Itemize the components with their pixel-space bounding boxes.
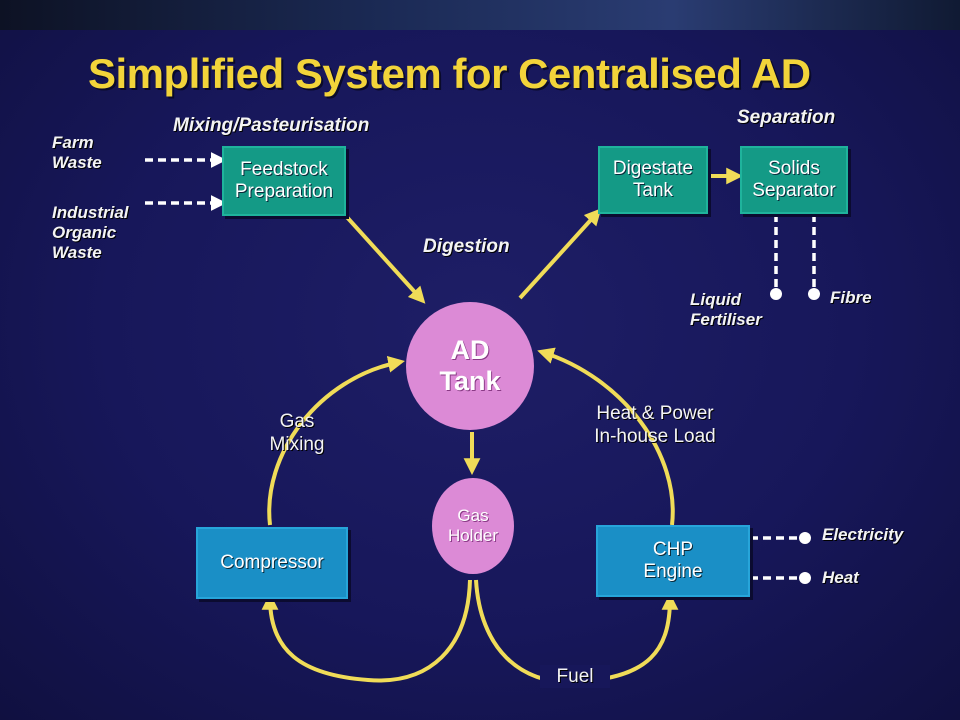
liquid-fertiliser-terminal [770, 288, 782, 300]
section-digestion: Digestion [423, 236, 510, 257]
gas-holder-label: Gas Holder [447, 506, 499, 545]
ad-tank-node: AD Tank [406, 302, 534, 430]
gas-holder-node: Gas Holder [432, 478, 514, 574]
section-separation: Separation [737, 107, 836, 128]
input-farm-waste: Farm Waste [52, 133, 102, 172]
digestate-tank-box: Digestate Tank [598, 146, 708, 214]
output-electricity: Electricity [822, 525, 904, 544]
arrow-ad-tank-to-digestate [518, 208, 602, 300]
top-band [0, 0, 960, 30]
section-mixing-pasteurisation: Mixing/Pasteurisation [173, 115, 370, 136]
chp-engine-label: CHP Engine [643, 539, 703, 582]
label-heat-power-in-house-load: Heat & Power In-house Load [594, 403, 716, 447]
solids-separator-box: Solids Separator [740, 146, 848, 214]
digestate-tank-label: Digestate Tank [612, 158, 694, 201]
compressor-box: Compressor [196, 527, 348, 599]
label-fuel: Fuel [540, 665, 610, 688]
electricity-terminal [799, 532, 811, 544]
arrow-compressor-to-ad-tank [267, 356, 405, 526]
arrow-chp-to-ad-tank [537, 347, 675, 526]
output-liquid-fertiliser: Liquid Fertiliser [690, 290, 762, 329]
fibre-terminal [808, 288, 820, 300]
output-fibre: Fibre [830, 288, 872, 307]
compressor-label: Compressor [220, 552, 324, 573]
feedstock-preparation-label: Feedstock Preparation [234, 159, 334, 202]
solids-separator-label: Solids Separator [752, 158, 836, 201]
arrow-feedstock-to-ad-tank [343, 213, 426, 304]
diagram-title: Simplified System for Centralised AD [88, 50, 811, 97]
heat-terminal [799, 572, 811, 584]
output-heat: Heat [822, 568, 859, 587]
input-industrial-organic-waste: Industrial Organic Waste [52, 203, 129, 262]
arrow-gas-holder-to-compressor [261, 579, 472, 683]
label-gas-mixing: Gas Mixing [269, 411, 325, 455]
chp-engine-box: CHP Engine [596, 525, 750, 597]
ad-tank-label: AD Tank [439, 335, 501, 396]
feedstock-preparation-box: Feedstock Preparation [222, 146, 346, 216]
